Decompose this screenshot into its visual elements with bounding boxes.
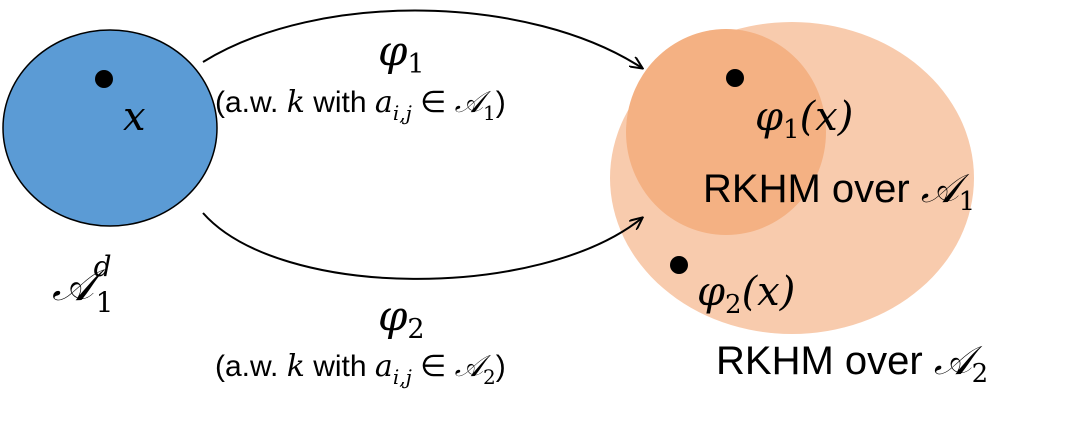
point-phi1-x: [726, 69, 744, 87]
point-phi2-x: [670, 256, 688, 274]
phi1-x-label: φ1(x): [755, 94, 853, 145]
domain-superscript: d: [94, 250, 112, 283]
domain-circle: [2, 29, 218, 227]
point-x-label: x: [123, 94, 146, 140]
phi1-subscript: 1: [407, 49, 424, 80]
point-x: [95, 70, 113, 88]
phi1-note: (a.w. k with ai,j ∈ 𝒜1): [215, 85, 506, 125]
arrow-phi1: [202, 9, 642, 68]
phi1-symbol: φ: [378, 26, 408, 75]
phi1-label: φ1: [378, 26, 425, 80]
rkhm-a1-region: [626, 29, 826, 235]
phi2-subscript: 2: [407, 314, 424, 345]
phi2-symbol: φ: [378, 291, 408, 340]
phi2-x-label: φ2(x): [697, 269, 795, 320]
arrow-phi2: [202, 212, 642, 280]
rkhm-a1-label: RKHM over 𝒜1: [703, 166, 975, 217]
rkhm-a2-label: RKHM over 𝒜2: [716, 338, 988, 389]
phi2-label: φ2: [378, 291, 425, 345]
phi2-note: (a.w. k with ai,j ∈ 𝒜2): [215, 349, 506, 389]
domain-subscript: 1: [96, 286, 114, 319]
